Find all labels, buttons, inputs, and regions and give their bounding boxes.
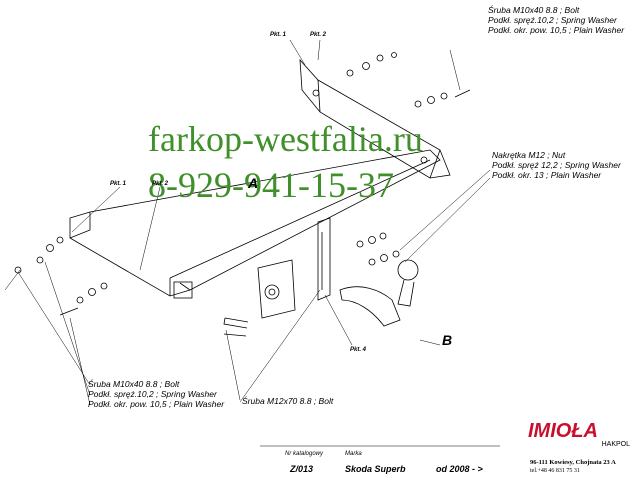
company-address: 96-111 Kowiesy, Chojnata 23 A xyxy=(530,459,616,466)
watermark-phone: 8-929-941-15-37 xyxy=(148,165,394,205)
note-bottom-left: Śruba M10x40 8.8 ; Bolt Podkł. spręż.10,… xyxy=(88,379,224,409)
note-line: Podkł. spręż.10,2 ; Spring Washer xyxy=(88,389,217,399)
note-line: Śruba M10x40 8.8 ; Bolt xyxy=(88,379,180,389)
callout-pkt2-top: Pkt. 2 xyxy=(310,32,327,38)
company-phone: tel.+48 46 831 75 31 xyxy=(530,468,580,474)
model-year: od 2008 - > xyxy=(436,464,483,474)
note-line: Nakrętka M12 ; Nut xyxy=(492,150,566,160)
vehicle-model: Skoda Superb xyxy=(345,464,406,474)
catalog-number: Z/013 xyxy=(290,464,314,474)
logo-name: IMIOŁA xyxy=(528,420,598,442)
callout-pkt2-left: Pkt. 2 xyxy=(152,181,169,187)
note-mid-right: Nakrętka M12 ; Nut Podkł. spręż 12,2 ; S… xyxy=(492,150,621,180)
imiola-logo: IMIOŁA HAKPOL xyxy=(528,421,638,448)
note-line: Podkł. okr. pow. 10,5 ; Plain Washer xyxy=(88,399,225,409)
note-line: Podkł. spręż 12,2 ; Spring Washer xyxy=(492,160,621,170)
label-b: B xyxy=(442,332,453,348)
logo-sub: HAKPOL xyxy=(601,441,630,448)
callout-pkt4: Pkt. 4 xyxy=(350,347,367,353)
note-line: Śruba M10x40 8.8 ; Bolt xyxy=(488,5,580,15)
note-bolt-m12: Śruba M12x70 8.8 ; Bolt xyxy=(242,396,334,406)
callout-pkt1-top: Pkt. 1 xyxy=(270,32,287,38)
catalog-label: Nr katalogowy xyxy=(285,451,324,457)
watermark-site: farkop-westfalia.ru xyxy=(148,119,423,159)
note-line: Podkł. spręż.10,2 ; Spring Washer xyxy=(488,15,617,25)
note-line: Podkł. okr. pow. 10,5 ; Plain Washer xyxy=(488,25,625,35)
brand-label: Marka xyxy=(345,451,362,457)
note-line: Podkł. okr. 13 ; Plain Washer xyxy=(492,170,602,180)
note-top-right: Śruba M10x40 8.8 ; Bolt Podkł. spręż.10,… xyxy=(488,5,624,35)
label-a: A xyxy=(248,175,259,191)
callout-pkt1-left: Pkt. 1 xyxy=(110,181,127,187)
